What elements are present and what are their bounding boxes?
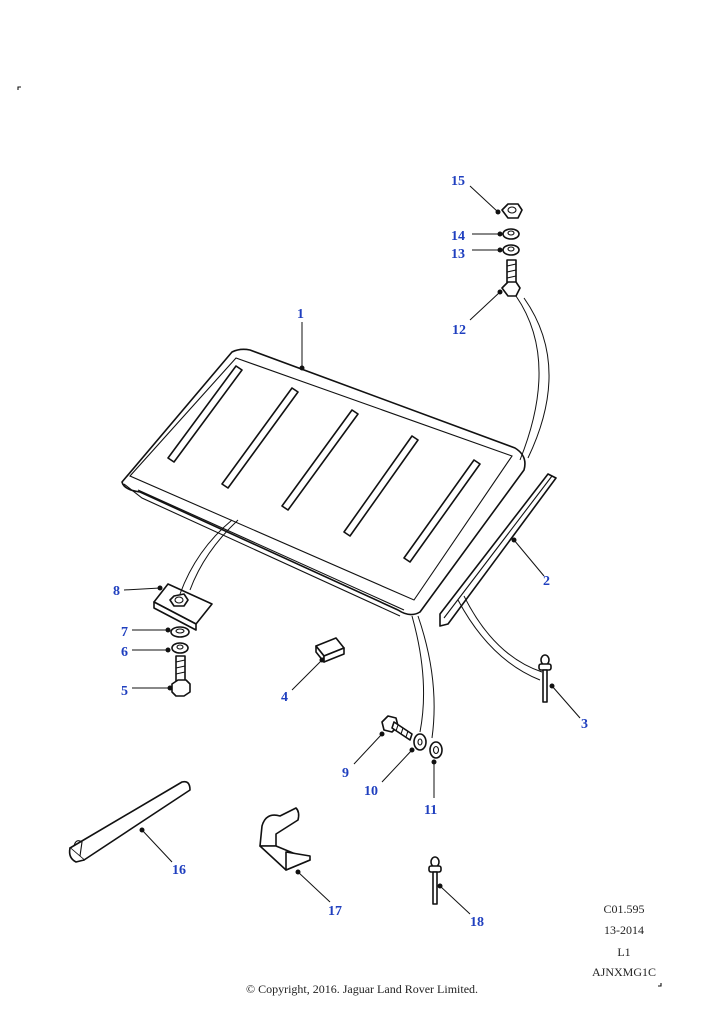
callout-4: 4 xyxy=(281,690,288,705)
callout-5: 5 xyxy=(121,684,128,699)
callout-7: 7 xyxy=(121,625,128,640)
leader-lines xyxy=(123,185,581,915)
edge-trim-16 xyxy=(68,780,191,863)
diagram-code: C01.595 xyxy=(603,902,645,916)
callout-16: 16 xyxy=(172,863,186,878)
callout-15: 15 xyxy=(451,174,465,189)
roof-panel xyxy=(121,348,526,617)
bolt-9 xyxy=(381,715,413,741)
callout-17: 17 xyxy=(328,904,342,919)
rivet-18 xyxy=(428,856,442,905)
bolt-12 xyxy=(501,259,521,297)
rivet-3 xyxy=(538,654,552,703)
washer-11 xyxy=(429,741,443,759)
washer-13 xyxy=(502,244,520,256)
washer-10 xyxy=(413,733,427,751)
washer-7 xyxy=(170,626,190,638)
callout-2: 2 xyxy=(543,574,550,589)
callout-18: 18 xyxy=(470,915,484,930)
diagram-reference: AJNXMG1C xyxy=(591,965,656,979)
callout-3: 3 xyxy=(581,717,588,732)
corner-mark-bottom-right xyxy=(658,983,662,987)
bolt-5 xyxy=(171,655,191,697)
assembly-lines xyxy=(179,295,550,739)
copyright-notice: © Copyright, 2016. Jaguar Land Rover Lim… xyxy=(245,982,479,996)
callout-13: 13 xyxy=(451,247,465,262)
callout-14: 14 xyxy=(451,229,465,244)
callout-12: 12 xyxy=(452,323,466,338)
corner-mark-top-left xyxy=(17,86,21,90)
callout-9: 9 xyxy=(342,766,349,781)
roof-ribs xyxy=(167,365,481,563)
nut-15 xyxy=(501,203,523,219)
washer-14 xyxy=(502,228,520,240)
callout-11: 11 xyxy=(424,803,437,818)
diagram-level: L1 xyxy=(617,945,631,959)
callout-8: 8 xyxy=(113,584,120,599)
bracket-17 xyxy=(259,807,311,871)
seal-strip xyxy=(439,473,557,627)
callout-6: 6 xyxy=(121,645,128,660)
plate-nut-8 xyxy=(153,583,213,631)
diagram-date: 13-2014 xyxy=(604,923,644,937)
washer-6 xyxy=(171,642,189,654)
callout-1: 1 xyxy=(297,307,304,322)
callout-10: 10 xyxy=(364,784,378,799)
callout-labels: 1 2 3 4 5 6 7 8 9 10 11 12 13 14 15 16 1… xyxy=(113,174,588,930)
